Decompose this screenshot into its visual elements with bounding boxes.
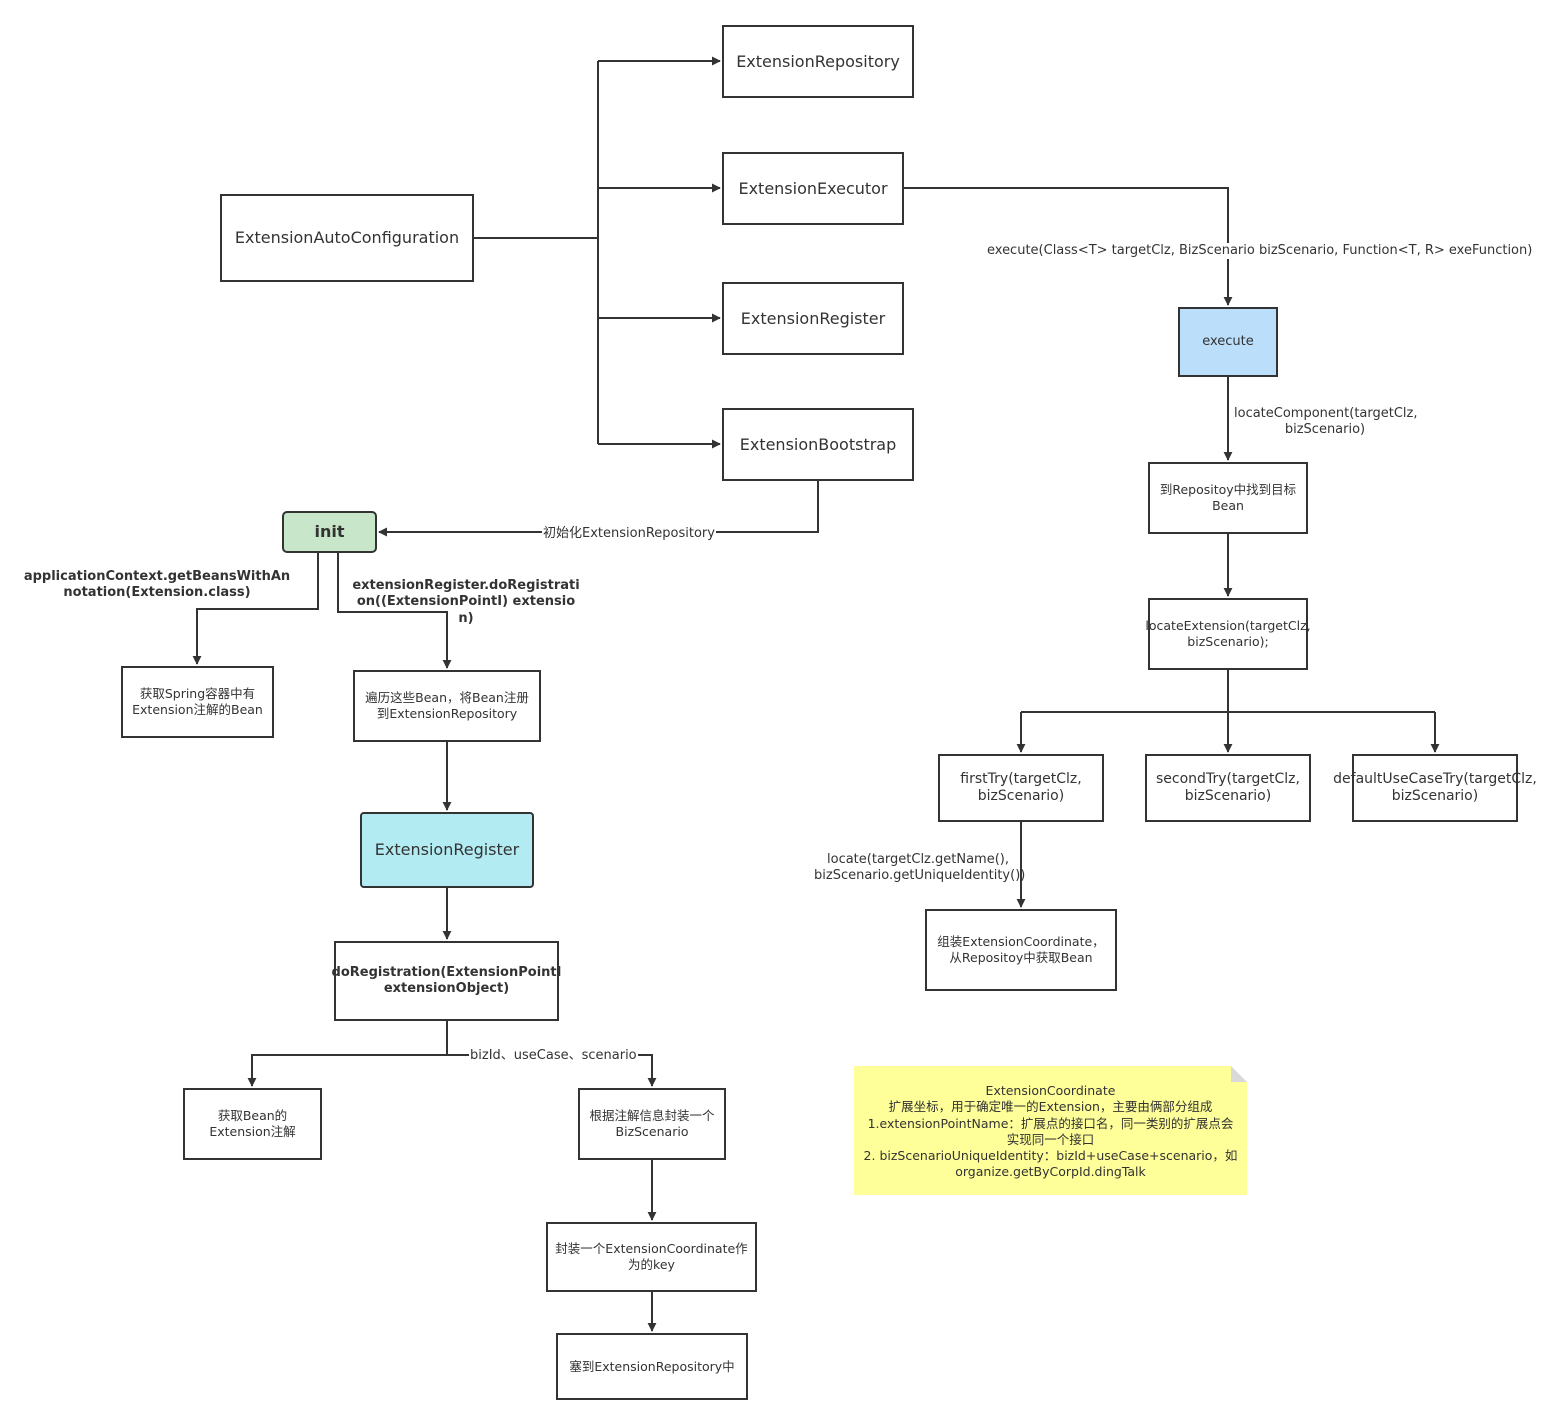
note-extension-coordinate: ExtensionCoordinate 扩展坐标，用于确定唯一的Extensio… (854, 1066, 1247, 1195)
node-execute: execute (1178, 307, 1278, 377)
note-line-title: ExtensionCoordinate (985, 1083, 1116, 1098)
edge-doreg-split (247, 1021, 448, 1087)
node-assemble-coordinate: 组装ExtensionCoordinate，从Repositoy中获取Bean (925, 909, 1117, 991)
note-line-unique-identity: 2. bizScenarioUniqueIdentity：bizId+useCa… (863, 1148, 1238, 1180)
edge-executor-execute (904, 187, 1233, 306)
label-locate-call: locate(targetClz.getName(), bizScenario.… (814, 852, 1026, 884)
node-wrap-biz-scenario: 根据注解信息封装一个BizScenario (578, 1088, 726, 1160)
node-default-use-case-try: defaultUseCaseTry(targetClz, bizScenario… (1333, 754, 1537, 822)
label-biz-fields: bizId、useCase、scenario (469, 1048, 638, 1065)
node-first-try: firstTry(targetClz, bizScenario) (938, 754, 1104, 822)
edge-bootstrap-init (378, 481, 819, 537)
node-extension-repository: ExtensionRepository (722, 25, 914, 98)
node-init: init (282, 511, 377, 553)
node-extension-auto-configuration: ExtensionAutoConfiguration (220, 194, 474, 282)
node-do-registration: doRegistration(ExtensionPointI extension… (332, 941, 561, 1021)
label-init-repository: 初始化ExtensionRepository (542, 526, 716, 543)
label-locate-component: locateComponent(targetClz, bizScenario) (1234, 406, 1418, 438)
note-line-desc: 扩展坐标，用于确定唯一的Extension，主要由俩部分组成 (888, 1099, 1213, 1115)
edge-init-traverse (337, 553, 452, 669)
node-put-repository: 塞到ExtensionRepository中 (556, 1333, 748, 1400)
node-extension-register-2: ExtensionRegister (360, 812, 534, 888)
node-find-target-bean: 到Repositoy中找到目标Bean (1148, 462, 1308, 534)
note-line-point-name: 1.extensionPointName：扩展点的接口名，同一类别的扩展点会实现… (867, 1115, 1234, 1147)
node-get-bean-annotation: 获取Bean的Extension注解 (183, 1088, 322, 1160)
node-locate-extension: locateExtension(targetClz, bizScenario); (1145, 598, 1311, 670)
note-fold-corner (1231, 1066, 1247, 1082)
label-do-registration-call: extensionRegister.doRegistration((Extens… (352, 578, 580, 626)
node-get-spring-beans: 获取Spring容器中有Extension注解的Bean (121, 666, 274, 738)
label-execute-signature: execute(Class<T> targetClz, BizScenario … (986, 243, 1534, 260)
label-get-beans-with-annotation: applicationContext.getBeansWithAnnotatio… (23, 569, 291, 601)
node-extension-register: ExtensionRegister (722, 282, 904, 355)
node-second-try: secondTry(targetClz, bizScenario) (1145, 754, 1311, 822)
node-extension-bootstrap: ExtensionBootstrap (722, 408, 914, 481)
node-extension-executor: ExtensionExecutor (722, 152, 904, 225)
node-traverse-beans: 遍历这些Bean，将Bean注册到ExtensionRepository (353, 670, 541, 742)
edge-init-get-beans (192, 553, 319, 665)
node-wrap-coordinate: 封装一个ExtensionCoordinate作为的key (546, 1222, 757, 1292)
